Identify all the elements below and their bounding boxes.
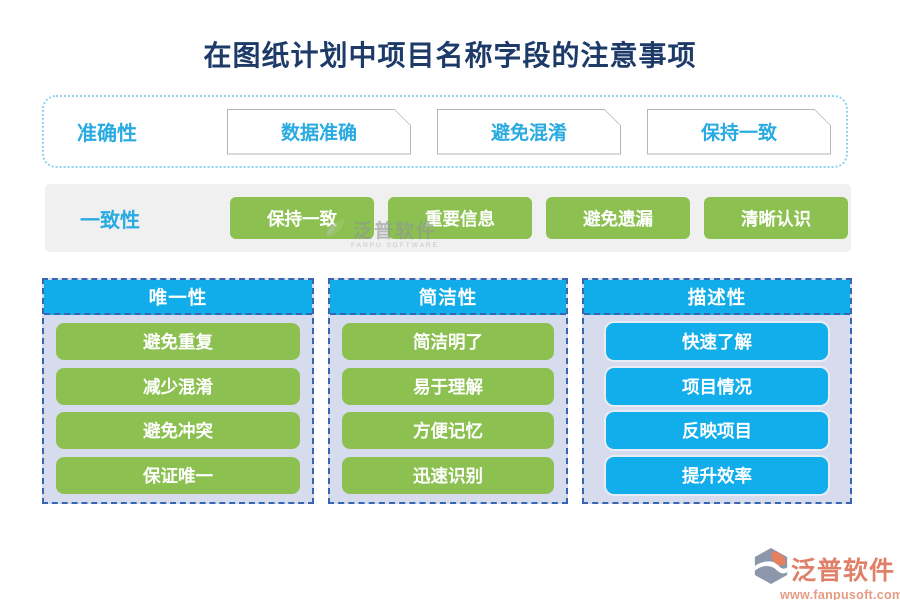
accuracy-item-button[interactable]: 保持一致 [647, 109, 831, 155]
column-header: 简洁性 [330, 280, 566, 315]
page-title: 在图纸计划中项目名称字段的注意事项 [203, 40, 697, 71]
fanpu-logo[interactable]: 泛普软件 www.fanpusoft.com [752, 547, 900, 600]
column-item-button[interactable]: 保证唯一 [56, 457, 300, 495]
attribute-columns: 唯一性 避免重复 减少混淆 避免冲突 保证唯一 简洁性 简洁明了 易于理解 方便… [42, 278, 852, 504]
column-item-button[interactable]: 快速了解 [606, 322, 828, 360]
column-descriptiveness: 描述性 快速了解 项目情况 反映项目 提升效率 [582, 278, 852, 504]
fanpu-logo-icon [752, 547, 790, 590]
column-item-button[interactable]: 避免重复 [56, 322, 300, 360]
column-body: 快速了解 项目情况 反映项目 提升效率 [584, 315, 850, 502]
column-item-button[interactable]: 迅速识别 [342, 457, 554, 495]
logo-name: 泛普软件 [791, 556, 896, 585]
consistency-item-button[interactable]: 重要信息 [388, 197, 532, 239]
accuracy-item-label: 数据准确 [228, 110, 410, 154]
column-header: 唯一性 [44, 280, 312, 315]
column-item-button[interactable]: 方便记忆 [342, 412, 554, 450]
consistency-section: 一致性 保持一致 重要信息 避免遗漏 清晰认识 [45, 184, 851, 252]
column-body: 简洁明了 易于理解 方便记忆 迅速识别 [330, 315, 566, 502]
column-simplicity: 简洁性 简洁明了 易于理解 方便记忆 迅速识别 [328, 278, 568, 504]
column-item-button[interactable]: 简洁明了 [342, 322, 554, 360]
accuracy-item-button[interactable]: 避免混淆 [437, 109, 621, 155]
accuracy-label: 准确性 [77, 123, 137, 145]
accuracy-buttons: 数据准确 避免混淆 保持一致 [227, 109, 831, 155]
accuracy-item-label: 保持一致 [648, 110, 830, 154]
column-header: 描述性 [584, 280, 850, 315]
logo-url: www.fanpusoft.com [780, 588, 900, 600]
consistency-item-button[interactable]: 清晰认识 [704, 197, 848, 239]
accuracy-section: 准确性 数据准确 避免混淆 保持一致 [42, 95, 848, 168]
column-item-button[interactable]: 反映项目 [606, 412, 828, 450]
column-item-button[interactable]: 避免冲突 [56, 412, 300, 450]
column-item-button[interactable]: 易于理解 [342, 367, 554, 405]
accuracy-item-button[interactable]: 数据准确 [227, 109, 411, 155]
accuracy-item-label: 避免混淆 [438, 110, 620, 154]
column-item-button[interactable]: 项目情况 [606, 367, 828, 405]
column-item-button[interactable]: 提升效率 [606, 457, 828, 495]
column-body: 避免重复 减少混淆 避免冲突 保证唯一 [44, 315, 312, 502]
column-item-button[interactable]: 减少混淆 [56, 367, 300, 405]
consistency-buttons: 保持一致 重要信息 避免遗漏 清晰认识 [230, 197, 848, 239]
column-uniqueness: 唯一性 避免重复 减少混淆 避免冲突 保证唯一 [42, 278, 314, 504]
consistency-item-button[interactable]: 避免遗漏 [546, 197, 690, 239]
consistency-label: 一致性 [80, 209, 140, 232]
consistency-item-button[interactable]: 保持一致 [230, 197, 374, 239]
logo-row: 泛普软件 [752, 547, 900, 590]
